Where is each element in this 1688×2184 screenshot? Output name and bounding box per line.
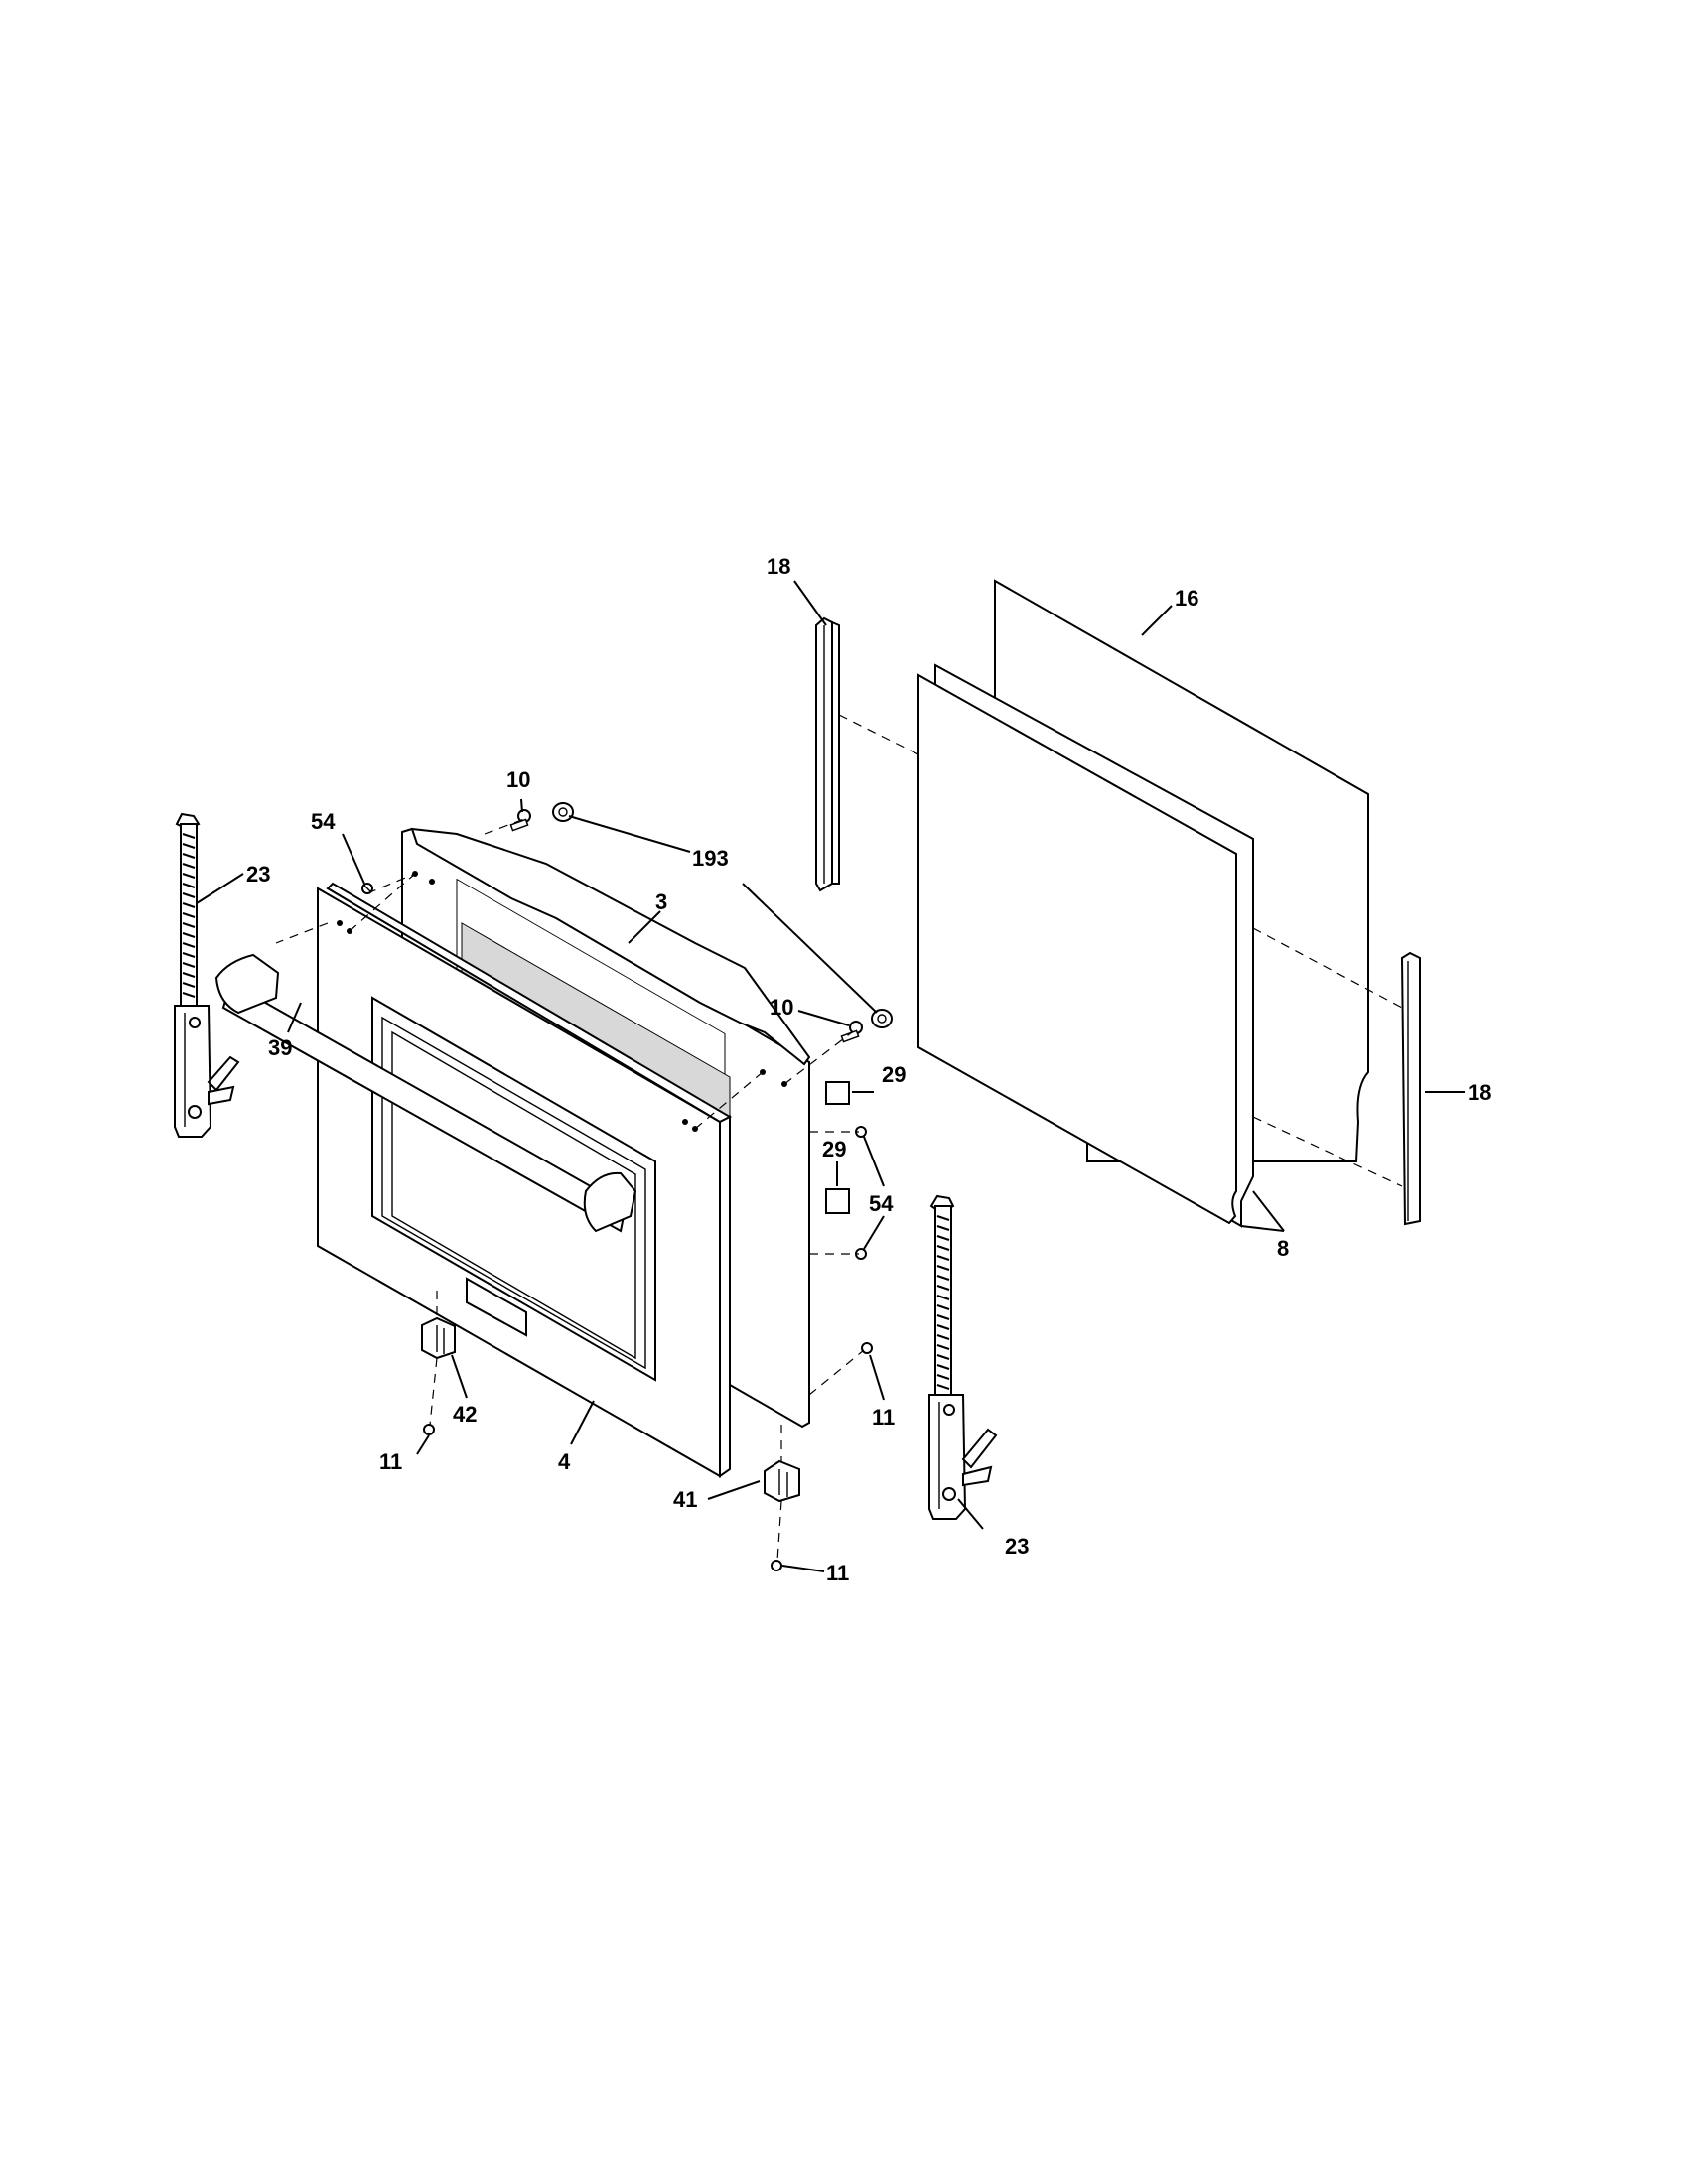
trim-bracket-41 <box>764 1459 800 1503</box>
callout-8: 8 <box>1277 1236 1289 1261</box>
callout-54-top: 54 <box>311 809 336 834</box>
callout-41: 41 <box>673 1487 697 1512</box>
screw-11-bottom <box>771 1560 782 1571</box>
door-handle <box>214 953 637 1233</box>
callout-16: 16 <box>1175 586 1198 611</box>
callout-10-mid: 10 <box>770 995 793 1020</box>
screw-10-top <box>509 809 531 832</box>
screw-10-mid <box>840 1021 863 1043</box>
callout-54-right: 54 <box>869 1191 894 1216</box>
callout-11-right: 11 <box>872 1405 895 1430</box>
grommet-193-top <box>552 802 574 822</box>
screw-11-right <box>861 1342 873 1354</box>
callout-11-bottom: 11 <box>826 1561 849 1585</box>
callout-4: 4 <box>558 1449 571 1474</box>
callout-3: 3 <box>655 889 667 914</box>
screw-54-right-a <box>855 1126 867 1138</box>
callout-29-top: 29 <box>882 1062 906 1087</box>
hinge-left <box>174 812 240 1138</box>
grommet-193-mid <box>871 1009 893 1028</box>
callout-193: 193 <box>692 846 729 871</box>
alignment-lines <box>275 714 1403 1562</box>
hinge-right <box>928 1194 998 1520</box>
callout-39: 39 <box>268 1035 292 1060</box>
screw-54-right-b <box>855 1248 867 1260</box>
callout-29-mid: 29 <box>822 1137 846 1161</box>
callout-23-left: 23 <box>246 862 270 887</box>
callout-23-right: 23 <box>1005 1534 1029 1559</box>
front-glass-panel <box>917 663 1254 1228</box>
screw-11-left <box>423 1424 435 1435</box>
pad-29-top <box>825 1081 850 1105</box>
callout-10-top: 10 <box>506 767 530 792</box>
outer-door-panel <box>317 882 733 1478</box>
leader-lines <box>196 580 1465 1572</box>
callout-18-right: 18 <box>1468 1080 1491 1105</box>
glass-retainer-left <box>815 616 840 892</box>
callout-42: 42 <box>453 1402 477 1427</box>
glass-retainer-right <box>1400 951 1421 1226</box>
callout-11-left: 11 <box>379 1449 402 1474</box>
callout-labels: 18 16 10 54 23 193 3 10 29 39 18 29 54 8… <box>246 554 1491 1585</box>
callout-18-top: 18 <box>767 554 790 579</box>
pad-29-mid <box>825 1188 850 1214</box>
trim-bracket-42 <box>421 1316 456 1360</box>
